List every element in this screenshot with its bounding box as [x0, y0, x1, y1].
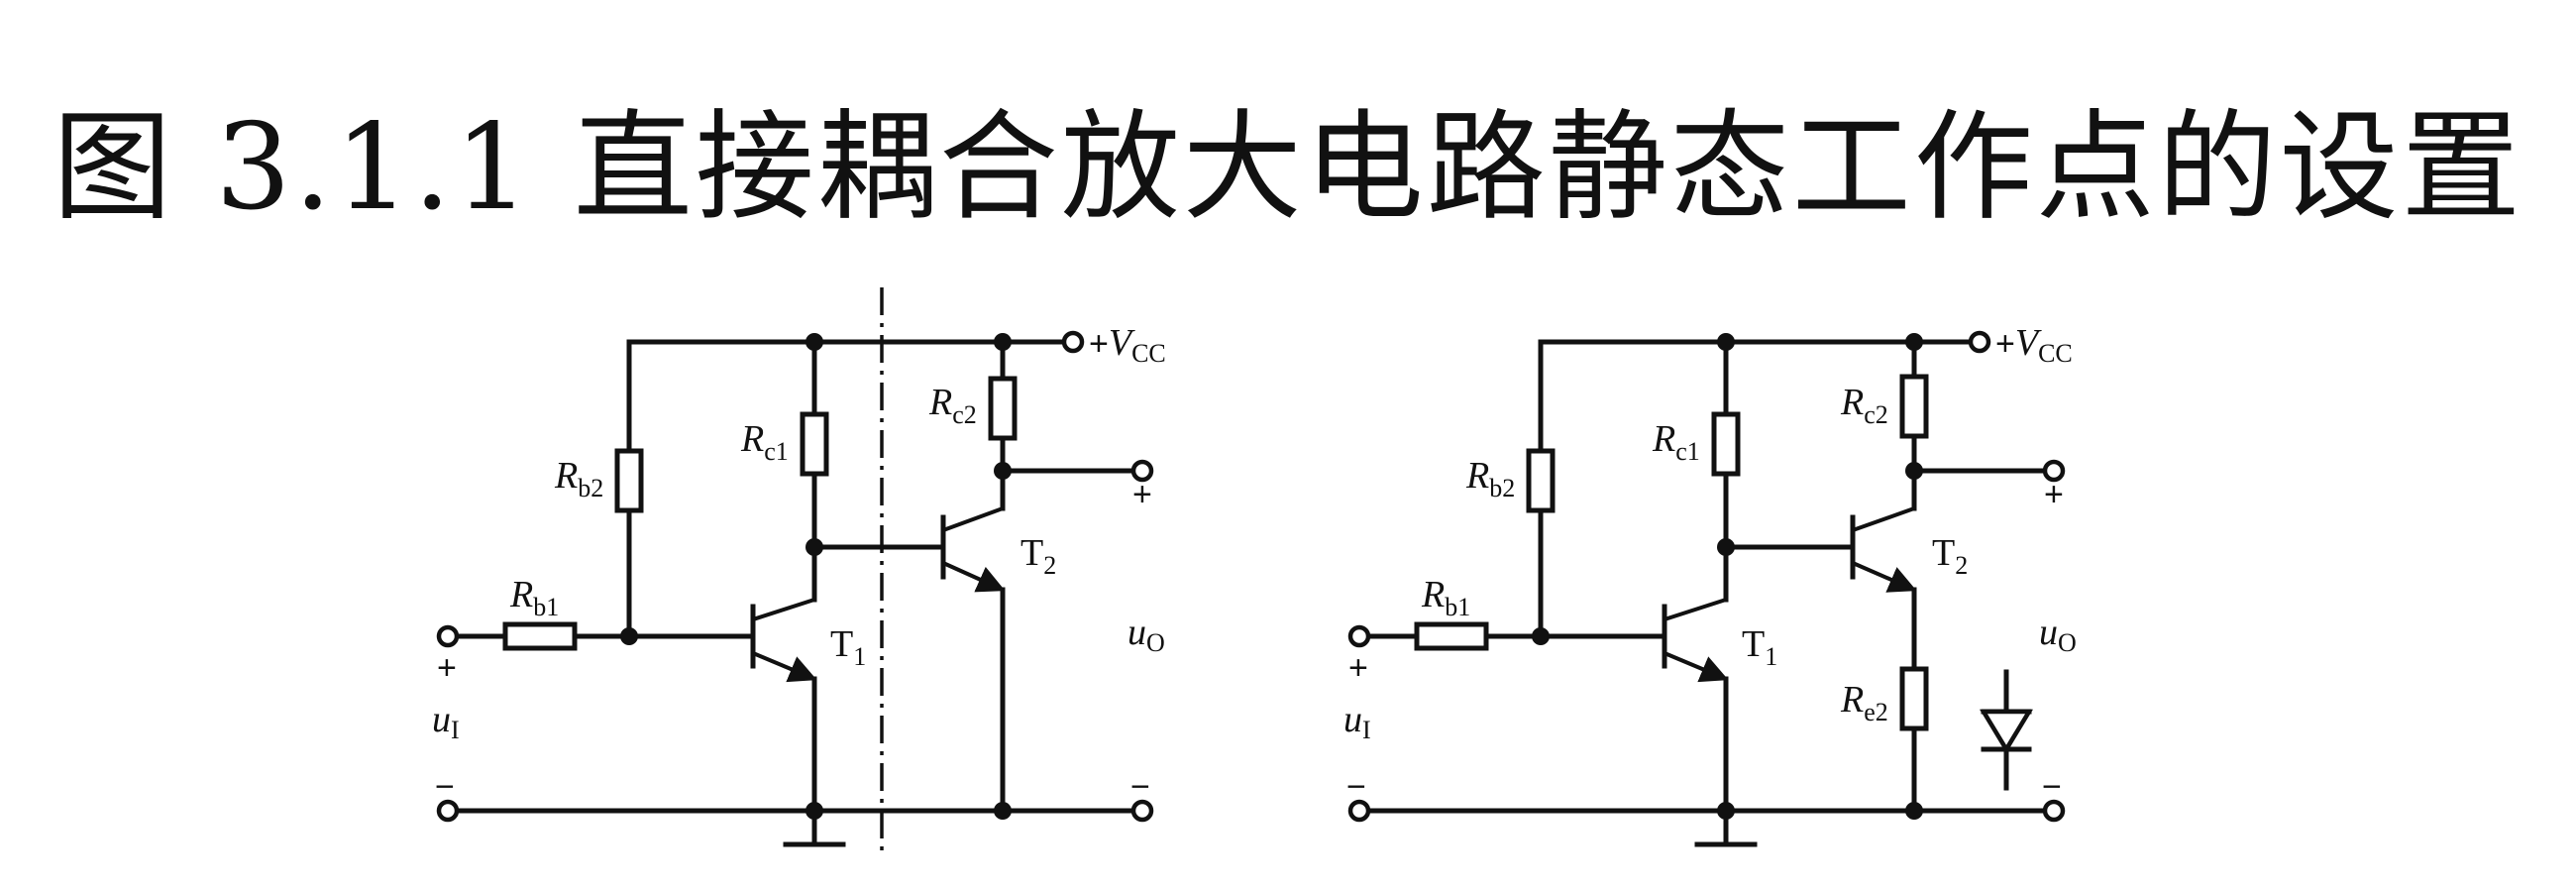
left-t2-label: T2: [1020, 532, 1056, 580]
left-output-ground-terminal: [1130, 799, 1154, 823]
right-re2-resistor: [1899, 666, 1929, 731]
right-input-ground-terminal: [1347, 799, 1371, 823]
left-rb2-label: Rb2: [554, 455, 603, 502]
left-rb2-resistor: [614, 448, 644, 513]
right-output-ground-terminal: [2042, 799, 2066, 823]
right-rc1-label: Rc1: [1652, 418, 1700, 466]
left-node: [620, 627, 638, 645]
left-t1-emitter: [752, 651, 817, 683]
left-output-terminal: [1130, 459, 1154, 483]
left-vcc-terminal: [1061, 330, 1085, 354]
left-input-ground-terminal: [436, 799, 460, 823]
left-t2-emitter: [942, 561, 1006, 593]
right-node: [1905, 333, 1923, 351]
left-uo-plus: +: [1132, 476, 1152, 513]
left-rc1-label: Rc1: [740, 418, 789, 466]
diode-icon: [1980, 669, 2033, 791]
right-rb2-resistor: [1526, 448, 1556, 513]
right-rc2-resistor: [1899, 374, 1929, 439]
left-node: [994, 802, 1012, 820]
right-node: [1717, 333, 1735, 351]
right-labels: +VCC Rb2 Rc1 Rc2 Rb1 T1 T2 Re2 + uI − + …: [1343, 322, 2077, 806]
right-t1-label: T1: [1742, 623, 1777, 671]
left-node: [805, 333, 823, 351]
right-ui-label: uI: [1343, 699, 1371, 744]
right-vcc-terminal: [1968, 330, 1991, 354]
right-circuit: [1347, 330, 2066, 847]
right-node: [1717, 538, 1735, 556]
right-node: [1905, 462, 1923, 480]
right-t2-collector: [1852, 506, 1915, 532]
left-node: [805, 802, 823, 820]
right-re2-label: Re2: [1840, 679, 1888, 726]
right-rb2-label: Rb2: [1465, 455, 1515, 502]
left-ui-minus: −: [435, 768, 455, 806]
left-uo-label: uO: [1127, 612, 1165, 657]
right-node: [1717, 802, 1735, 820]
right-node: [1532, 627, 1550, 645]
right-rb1-label: Rb1: [1421, 574, 1470, 621]
left-rb1-label: Rb1: [509, 574, 559, 621]
left-rc2-resistor: [988, 376, 1018, 441]
right-uo-plus: +: [2044, 476, 2064, 513]
right-t1-emitter: [1664, 651, 1729, 683]
left-ui-plus: +: [437, 649, 457, 687]
right-rc1-resistor: [1711, 411, 1741, 477]
left-node: [994, 462, 1012, 480]
right-uo-label: uO: [2039, 612, 2077, 657]
right-t2-label: T2: [1932, 532, 1968, 580]
left-ui-label: uI: [432, 699, 460, 744]
left-vcc-label: +VCC: [1089, 322, 1166, 368]
left-uo-minus: −: [1130, 768, 1150, 806]
left-t1-label: T1: [830, 623, 866, 671]
left-input-terminal: [436, 624, 460, 648]
left-node: [805, 538, 823, 556]
right-ui-plus: +: [1348, 649, 1368, 687]
page-title: 图 3.1.1 直接耦合放大电路静态工作点的设置: [53, 99, 2523, 237]
left-rc1-resistor: [800, 411, 829, 477]
right-t2-emitter: [1852, 561, 1917, 593]
left-rb1-resistor: [502, 621, 578, 651]
left-rc2-label: Rc2: [928, 382, 977, 429]
right-output-terminal: [2042, 459, 2066, 483]
left-labels: +VCC Rb2 Rc1 Rc2 Rb1 T1 T2 + uI − + uO −: [432, 322, 1166, 806]
right-t1-collector: [1664, 598, 1727, 621]
left-circuit: [436, 287, 1154, 857]
right-uo-minus: −: [2042, 768, 2062, 806]
right-rc2-label: Rc2: [1840, 382, 1888, 429]
right-rb1-resistor: [1414, 621, 1489, 651]
right-input-terminal: [1347, 624, 1371, 648]
left-t1-collector: [752, 598, 815, 621]
left-node: [994, 333, 1012, 351]
right-vcc-label: +VCC: [1995, 322, 2073, 368]
left-t2-collector: [942, 506, 1004, 532]
right-node: [1905, 802, 1923, 820]
right-ui-minus: −: [1346, 768, 1366, 806]
